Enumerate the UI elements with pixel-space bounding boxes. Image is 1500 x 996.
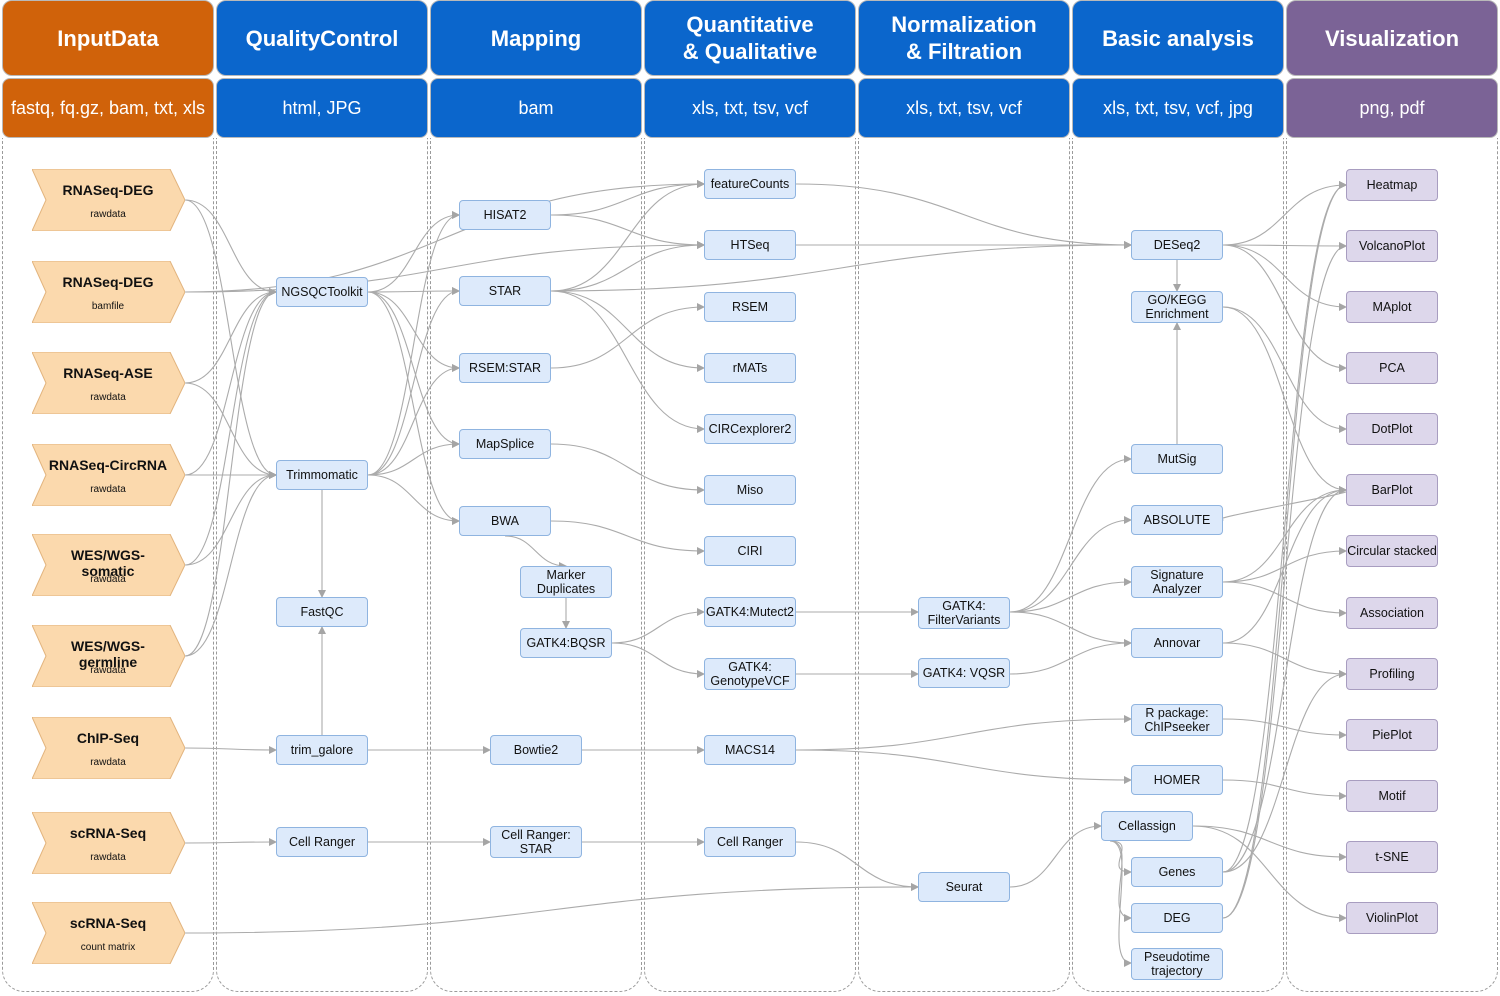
node-trimmomatic: Trimmomatic (276, 460, 368, 490)
node-deseq2: DESeq2 (1131, 230, 1223, 260)
node-trim-galore: trim_galore (276, 735, 368, 765)
node-cellassign: Cellassign (1101, 811, 1193, 841)
lane-qc (216, 138, 428, 992)
lane-mapping (430, 138, 642, 992)
node-bowtie2: Bowtie2 (490, 735, 582, 765)
node-gatk4-mutect2: GATK4:Mutect2 (704, 597, 796, 627)
visual-circular-stacked: Circular stacked (1346, 535, 1438, 567)
node-hisat2: HISAT2 (459, 200, 551, 230)
formats-basic-analysis: xls, txt, tsv, vcf, jpg (1072, 78, 1284, 138)
node-featurecounts: featureCounts (704, 169, 796, 199)
visual-pca: PCA (1346, 352, 1438, 384)
node-htseq: HTSeq (704, 230, 796, 260)
node-gatk4-vqsr: GATK4: VQSR (918, 658, 1010, 688)
node-signature-analyzer: Signature Analyzer (1131, 566, 1223, 598)
visual-pieplot: PiePlot (1346, 719, 1438, 751)
node-cellranger-star: Cell Ranger: STAR (490, 826, 582, 858)
node-cellranger-quant: Cell Ranger (704, 827, 796, 857)
node-marker-duplicates: Marker Duplicates (520, 566, 612, 598)
node-absolute: ABSOLUTE (1131, 505, 1223, 535)
node-seurat: Seurat (918, 872, 1010, 902)
node-macs14: MACS14 (704, 735, 796, 765)
visual-barplot: BarPlot (1346, 474, 1438, 506)
header-quantitative: Quantitative & Qualitative (644, 0, 856, 76)
visual-volcanoplot: VolcanoPlot (1346, 230, 1438, 262)
node-cellranger-qc: Cell Ranger (276, 827, 368, 857)
lane-norm (858, 138, 1070, 992)
node-mutsig: MutSig (1131, 444, 1223, 474)
node-homer: HOMER (1131, 765, 1223, 795)
header-qualitycontrol: QualityControl (216, 0, 428, 76)
node-annovar: Annovar (1131, 628, 1223, 658)
visual-association: Association (1346, 597, 1438, 629)
node-ciri: CIRI (704, 536, 796, 566)
node-gatk4-genotypevcf: GATK4: GenotypeVCF (704, 658, 796, 690)
formats-quantitative: xls, txt, tsv, vcf (644, 78, 856, 138)
node-genes: Genes (1131, 857, 1223, 887)
header-normalization: Normalization & Filtration (858, 0, 1070, 76)
node-mapsplice: MapSplice (459, 429, 551, 459)
node-bwa: BWA (459, 506, 551, 536)
node-gatk4-filtervariants: GATK4: FilterVariants (918, 597, 1010, 629)
node-gatk4-bqsr: GATK4:BQSR (520, 628, 612, 658)
formats-visualization: png, pdf (1286, 78, 1498, 138)
node-rsem: RSEM (704, 292, 796, 322)
header-basic-analysis: Basic analysis (1072, 0, 1284, 76)
node-ngsqctoolkit: NGSQCToolkit (276, 277, 368, 307)
node-circexplorer2: CIRCexplorer2 (704, 414, 796, 444)
node-star: STAR (459, 276, 551, 306)
visual-maplot: MAplot (1346, 291, 1438, 323)
visual-violinplot: ViolinPlot (1346, 902, 1438, 934)
visual-dotplot: DotPlot (1346, 413, 1438, 445)
header-mapping: Mapping (430, 0, 642, 76)
node-fastqc: FastQC (276, 597, 368, 627)
visual-t-sne: t-SNE (1346, 841, 1438, 873)
lane-quant (644, 138, 856, 992)
visual-heatmap: Heatmap (1346, 169, 1438, 201)
formats-mapping: bam (430, 78, 642, 138)
header-visualization: Visualization (1286, 0, 1498, 76)
visual-profiling: Profiling (1346, 658, 1438, 690)
node-pseudotime-trajectory: Pseudotime trajectory (1131, 948, 1223, 980)
node-miso: Miso (704, 475, 796, 505)
node-rmats: rMATs (704, 353, 796, 383)
node-deg: DEG (1131, 903, 1223, 933)
formats-qualitycontrol: html, JPG (216, 78, 428, 138)
node-chipseeker: R package: ChIPseeker (1131, 704, 1223, 736)
formats-normalization: xls, txt, tsv, vcf (858, 78, 1070, 138)
formats-inputdata: fastq, fq.gz, bam, txt, xls (2, 78, 214, 138)
node-go-kegg-enrichment: GO/KEGG Enrichment (1131, 291, 1223, 323)
node-rsem-star: RSEM:STAR (459, 353, 551, 383)
header-inputdata: InputData (2, 0, 214, 76)
visual-motif: Motif (1346, 780, 1438, 812)
